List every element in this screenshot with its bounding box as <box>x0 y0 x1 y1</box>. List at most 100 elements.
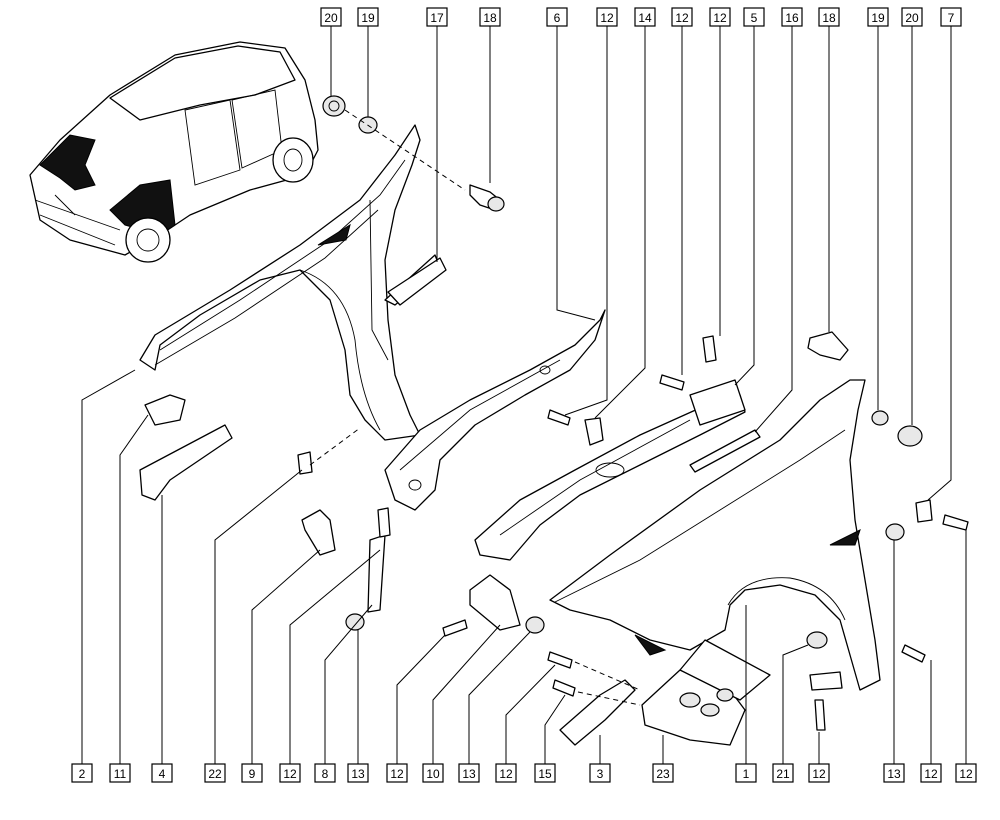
callout-label: 13 <box>458 763 480 783</box>
callout-label: 22 <box>204 763 226 783</box>
callout-number: 12 <box>924 767 938 781</box>
callout-number: 14 <box>638 11 652 25</box>
callout-label: 12 <box>955 763 977 783</box>
grommet-20-top <box>322 95 346 117</box>
bolt-12-lower-a <box>547 651 573 669</box>
callout-number: 11 <box>114 767 127 781</box>
nut-21 <box>806 631 843 691</box>
callout-label: 17 <box>426 7 448 27</box>
clip-9 <box>301 509 336 556</box>
callout-label: 12 <box>808 763 830 783</box>
callout-number: 2 <box>79 767 86 781</box>
callout-number: 12 <box>499 767 513 781</box>
callout-label: 12 <box>671 7 693 27</box>
vehicle-thumbnail <box>29 41 319 263</box>
callout-label: 12 <box>386 763 408 783</box>
bolt-12-bottom <box>814 699 826 731</box>
callout-label: 18 <box>818 7 840 27</box>
bolt-18-right <box>807 331 849 361</box>
bolt-12-right-a <box>942 514 969 531</box>
callout-number: 19 <box>871 11 885 25</box>
clip-7 <box>915 499 933 523</box>
callout-number: 5 <box>751 11 758 25</box>
callout-number: 12 <box>713 11 727 25</box>
callout-label: 13 <box>883 763 905 783</box>
support-rod-8 <box>367 534 386 613</box>
callout-label: 13 <box>347 763 369 783</box>
callout-label: 16 <box>781 7 803 27</box>
callout-label: 12 <box>920 763 942 783</box>
callout-number: 23 <box>656 767 670 781</box>
support-rail-5 <box>474 379 746 561</box>
callout-label: 9 <box>241 763 263 783</box>
callout-label: 6 <box>546 7 568 27</box>
callout-number: 21 <box>776 767 790 781</box>
bolt-12-right-b <box>901 644 926 663</box>
bracket-11 <box>144 394 186 426</box>
bolt-15 <box>552 679 576 697</box>
bolt-18-top <box>469 184 505 212</box>
callout-label: 20 <box>320 7 342 27</box>
clip-22 <box>297 451 313 475</box>
callout-label: 19 <box>357 7 379 27</box>
callout-number: 18 <box>483 11 497 25</box>
screw-12-vertical <box>377 507 391 538</box>
grommet-20-right <box>897 425 923 447</box>
callout-number: 18 <box>822 11 836 25</box>
callout-number: 13 <box>887 767 901 781</box>
clip-19-right <box>871 410 889 426</box>
callout-number: 12 <box>675 11 689 25</box>
support-rail-6 <box>384 309 606 511</box>
bracket-4 <box>139 424 233 501</box>
bolt-12-lower-b <box>442 619 468 637</box>
callout-label: 4 <box>151 763 173 783</box>
bracket-10 <box>469 574 521 631</box>
callout-number: 17 <box>430 11 444 25</box>
callout-number: 6 <box>554 11 561 25</box>
callout-label: 19 <box>867 7 889 27</box>
callout-number: 4 <box>159 767 166 781</box>
callout-number: 16 <box>785 11 799 25</box>
callout-number: 20 <box>905 11 919 25</box>
deflector-3 <box>559 679 636 746</box>
bolt-12-top-b <box>702 335 717 363</box>
callout-label: 12 <box>279 763 301 783</box>
clip-14 <box>584 417 604 446</box>
bolt-12-center-a <box>547 409 571 426</box>
callout-number: 8 <box>322 767 329 781</box>
callout-number: 13 <box>462 767 476 781</box>
bolt-12-top-a <box>659 374 685 391</box>
hardware-kit-box-23 <box>641 639 771 746</box>
callout-number: 3 <box>597 767 604 781</box>
callout-number: 12 <box>600 11 614 25</box>
callout-number: 20 <box>324 11 338 25</box>
seal-strip-16 <box>689 429 761 473</box>
callouts-top: 20 19 17 18 6 12 14 12 12 5 16 18 19 20 7 <box>320 7 962 27</box>
callout-number: 10 <box>426 767 440 781</box>
callout-number: 12 <box>390 767 404 781</box>
callout-label: 2 <box>71 763 93 783</box>
callout-label: 8 <box>314 763 336 783</box>
callout-label: 11 <box>109 763 131 783</box>
callout-number: 1 <box>743 767 750 781</box>
callout-label: 12 <box>596 7 618 27</box>
callout-number: 12 <box>812 767 826 781</box>
nut-13-lower <box>525 616 545 634</box>
clip-13-rod <box>345 613 365 631</box>
callout-number: 9 <box>249 767 256 781</box>
callout-label: 12 <box>495 763 517 783</box>
nut-13-right <box>885 523 905 541</box>
callout-number: 13 <box>351 767 365 781</box>
callout-label: 1 <box>735 763 757 783</box>
callout-number: 22 <box>208 767 222 781</box>
bracket-17 <box>387 257 447 306</box>
callout-label: 18 <box>479 7 501 27</box>
callout-label: 20 <box>901 7 923 27</box>
callout-label: 7 <box>940 7 962 27</box>
callout-label: 23 <box>652 763 674 783</box>
callout-number: 19 <box>361 11 375 25</box>
callout-number: 12 <box>283 767 297 781</box>
callout-number: 7 <box>948 11 955 25</box>
